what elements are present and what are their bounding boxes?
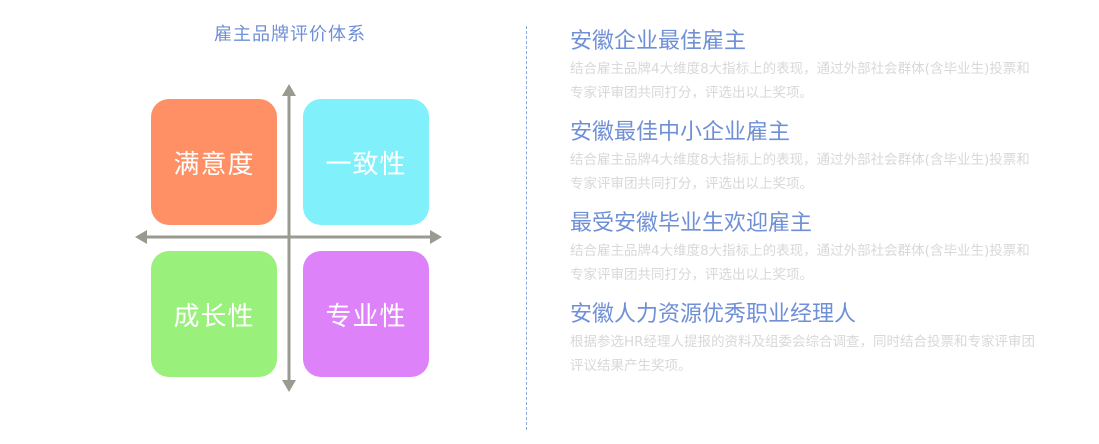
award-title: 安徽人力资源优秀职业经理人 [570,302,857,327]
quadrant-satisfaction: 满意度 [151,99,277,225]
quadrant-growth: 成长性 [151,251,277,377]
quadrant-professionalism: 专业性 [303,251,429,377]
award-item: 最受安徽毕业生欢迎雇主 结合雇主品牌4大维度8大指标上的表现，通过外部社会群体(… [570,209,1040,287]
award-description: 结合雇主品牌4大维度8大指标上的表现，通过外部社会群体(含毕业生)投票和专家评审… [570,152,1030,192]
axis-arrow-right [430,230,442,244]
axes [135,84,442,392]
award-title: 最受安徽毕业生欢迎雇主 [570,211,813,236]
award-title: 安徽最佳中小企业雇主 [570,120,791,145]
award-description: 结合雇主品牌4大维度8大指标上的表现，通过外部社会群体(含毕业生)投票和专家评审… [570,61,1030,101]
quadrant-label: 一致性 [325,149,407,180]
quadrant-label: 成长性 [173,301,255,332]
quadrant-diagram: 满意度 一致性 成长性 专业性 [130,80,450,400]
awards-list: 安徽企业最佳雇主 结合雇主品牌4大维度8大指标上的表现，通过外部社会群体(含毕业… [570,27,1040,391]
axis-arrow-left [135,230,147,244]
axis-arrow-up [282,84,296,96]
award-item: 安徽人力资源优秀职业经理人 根据参选HR经理人提报的资料及组委会综合调查，同时结… [570,300,1040,378]
award-item: 安徽最佳中小企业雇主 结合雇主品牌4大维度8大指标上的表现，通过外部社会群体(含… [570,118,1040,196]
quadrant-consistency: 一致性 [303,99,429,225]
award-description: 根据参选HR经理人提报的资料及组委会综合调查，同时结合投票和专家评审团评议结果产… [570,334,1036,374]
award-description: 结合雇主品牌4大维度8大指标上的表现，通过外部社会群体(含毕业生)投票和专家评审… [570,243,1030,283]
award-title: 安徽企业最佳雇主 [570,29,747,54]
axis-arrow-down [282,380,296,392]
quadrant-label: 专业性 [325,301,407,332]
dashed-divider [526,26,527,430]
award-item: 安徽企业最佳雇主 结合雇主品牌4大维度8大指标上的表现，通过外部社会群体(含毕业… [570,27,1040,105]
diagram-title: 雇主品牌评价体系 [214,24,366,45]
quadrant-label: 满意度 [173,149,255,180]
